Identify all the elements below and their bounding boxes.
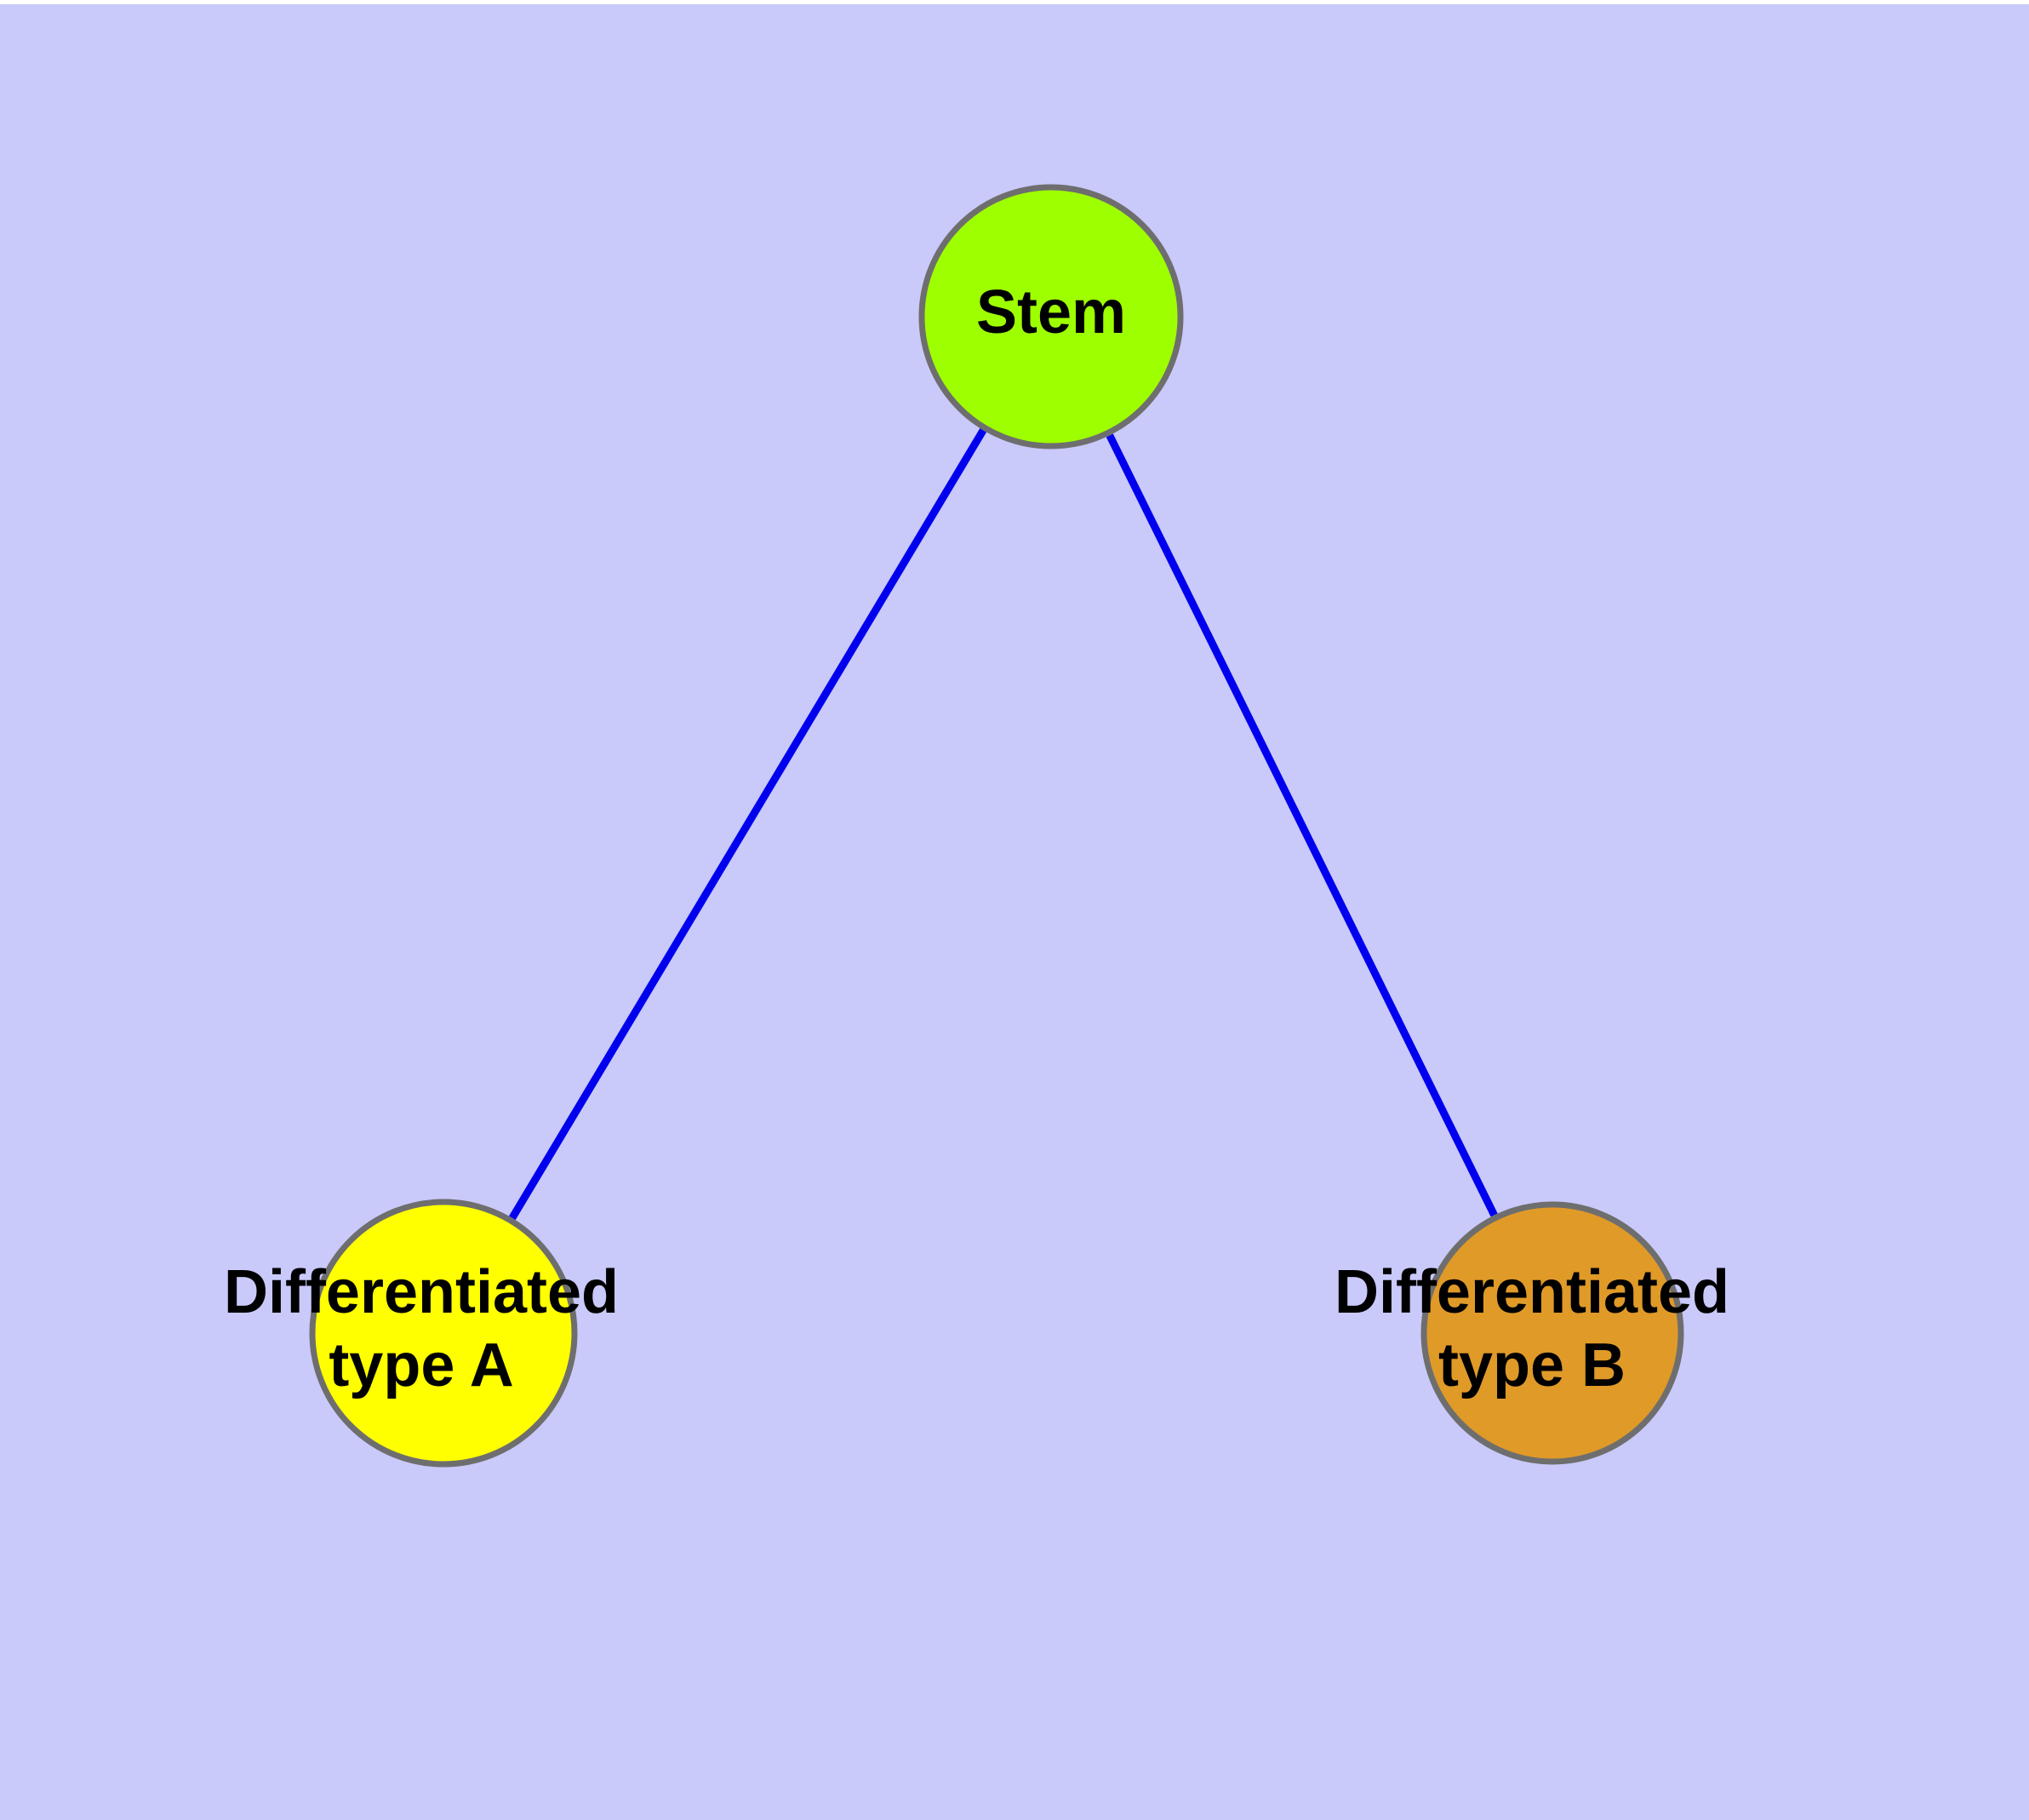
node-diff_b[interactable] [1420,1201,1684,1465]
node-diff_a[interactable] [309,1199,578,1468]
node-label-line: Differentiated [1335,1258,1729,1326]
node-label-line: Stem [976,278,1126,346]
node-stem[interactable] [918,184,1184,449]
node-label-line: type B [1438,1331,1626,1399]
node-label-line: type A [329,1331,513,1399]
edge-stem-diff-b[interactable] [1106,433,1498,1217]
node-circle-stem[interactable] [918,184,1184,449]
node-label-line: Differentiated [224,1258,619,1326]
edge-stem-diff-a[interactable] [508,428,987,1221]
node-circle-diff_b[interactable] [1420,1201,1684,1465]
node-circle-diff_a[interactable] [309,1199,578,1468]
node-label-stem: Stem [976,278,1126,346]
edges-layer [508,428,1498,1221]
